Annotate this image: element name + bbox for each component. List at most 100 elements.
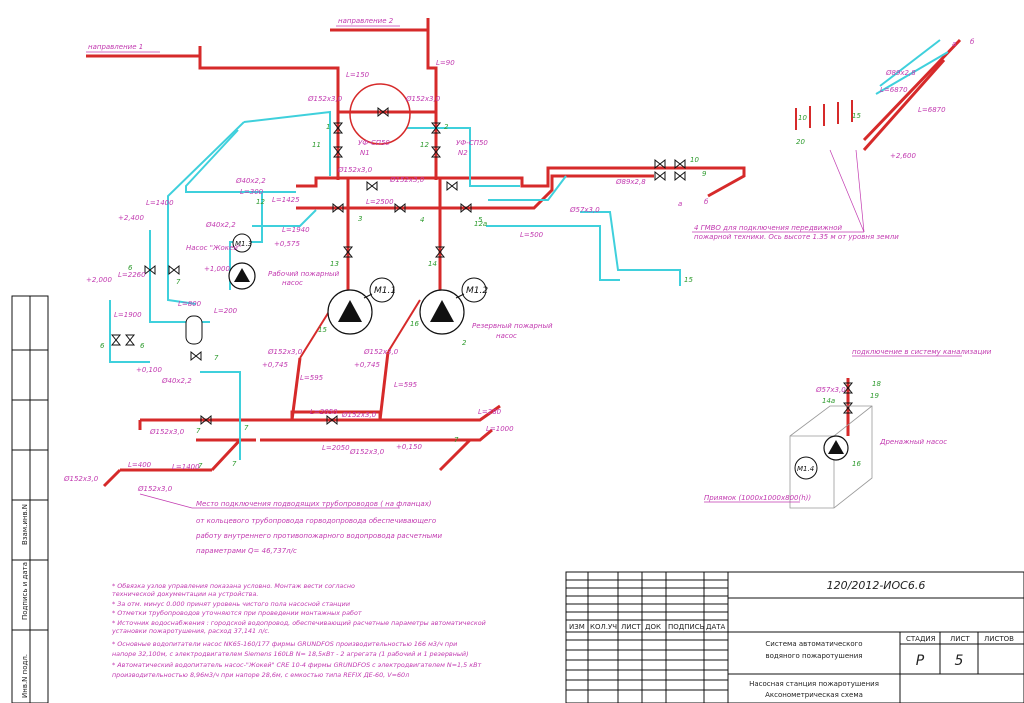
svg-text:7: 7 [196,427,201,435]
dim-d57-b: Ø57х3,0 [815,386,846,394]
dim-b2: б [704,198,709,206]
dim-a2: а [678,200,682,208]
dim-d57-a: Ø57х3,0 [569,206,600,214]
svg-text:* Обвязка узлов управления пок: * Обвязка узлов управления показана усло… [112,582,355,590]
svg-text:7: 7 [214,354,219,362]
stage-header: СТАДИЯ [906,635,936,643]
svg-text:ЛИСТ: ЛИСТ [621,623,641,631]
dim-d40-a: Ø40х2,2 [235,177,266,185]
dim-l400: L=400 [128,461,152,469]
svg-text:14: 14 [428,260,437,268]
svg-text:7: 7 [454,436,459,444]
dim-uf2: УФ-СП50 [456,139,488,147]
dim-l300: L=300 [240,188,264,196]
dim-l1900: L=1900 [114,311,142,319]
dim-d40-b: Ø40х2,2 [205,221,236,229]
svg-text:технической документации на ус: технической документации на устройства. [112,590,258,598]
dim-b: б [970,38,975,46]
general-notes: * Обвязка узлов управления показана усло… [111,582,486,679]
dim-l6870-b: L=6870 [918,106,946,114]
dim-e0150: +0,150 [396,443,422,451]
dim-d152-j: Ø152х3,0 [63,475,99,483]
svg-text:1: 1 [326,123,330,131]
stamp-replace: Взам.инв.N [21,504,29,545]
svg-text:КОЛ.УЧ: КОЛ.УЧ [590,623,617,631]
cyan-pipeline [109,39,949,460]
dim-e0745-b: +0,745 [354,361,380,369]
stamp-signature: Подпись и дата [21,562,29,620]
pressure-tank [185,315,203,345]
gmvo-note-a: 4 ГМВО для подключения передвижной [694,224,843,232]
direction-2-label: направление 2 [338,17,394,25]
dim-l2260: L=2260 [118,271,146,279]
pump-m12-label: М1.2 [466,286,488,296]
dim-d152-e: Ø152х3,0 [267,348,303,356]
sheets-header: ЛИСТОВ [984,635,1014,643]
dim-d89-b: Ø89х2,8 [885,69,916,77]
dim-d152-i: Ø152х3,0 [349,448,385,456]
svg-text:20: 20 [796,138,805,146]
dim-e2000: +2,000 [86,276,112,284]
svg-text:16: 16 [852,460,861,468]
stamp-inventory: Инв.N подл. [21,654,29,698]
svg-text:* Автоматический водопитатель: * Автоматический водопитатель насос-"Жок… [112,661,481,669]
dim-d152-h: Ø152х3,0 [149,428,185,436]
reserve-pump-label-b: насос [496,332,517,340]
drain-pump: М1.4 [789,405,873,509]
svg-text:7: 7 [232,460,237,468]
dim-d152-k: Ø152х3,0 [137,485,173,493]
dim-d152-b: Ø152х3,0 [405,95,441,103]
dim-l595-b: L=595 [394,381,418,389]
dim-l1940: L=1940 [282,226,310,234]
svg-text:2: 2 [462,339,467,347]
main-pump-label-b: насос [282,279,303,287]
connection-note-1: Место подключения подводящих трубопровод… [196,500,432,508]
dim-e2400: +2,400 [118,214,144,222]
dim-l1425: L=1425 [272,196,300,204]
svg-text:12а: 12а [474,220,487,228]
dim-d152-a: Ø152х3,0 [307,95,343,103]
valves [111,83,853,425]
dim-d89-a: Ø89х2,8 [615,178,646,186]
dim-l1400-b: L=1400 [172,463,200,471]
svg-text:* Источник водоснабжения : гор: * Источник водоснабжения : городской вод… [112,619,486,627]
pit-note: Приямок (1000х1000х800(h)) [704,494,811,502]
svg-text:11: 11 [312,141,321,149]
svg-text:6: 6 [128,264,133,272]
dim-l1000: L=1000 [486,425,514,433]
pump-m11-label: М1.1 [374,286,396,296]
dim-d152-c: Ø152х3,0 [337,166,373,174]
sheet-title-2: Аксонометрическая схема [765,691,863,699]
pump-m13-label: М1.3 [235,240,252,248]
dim-e0745-a: +0,745 [262,361,288,369]
svg-text:16: 16 [410,320,419,328]
svg-text:ДАТА: ДАТА [706,623,726,631]
svg-text:13: 13 [330,260,339,268]
system-title-1: Система автоматического [765,640,862,648]
system-title-2: водяного пожаротушения [766,652,863,660]
red-pipeline [86,18,962,488]
pump-m12: М1.2 [419,277,488,335]
svg-text:19: 19 [870,392,879,400]
connection-note-4: параметрами Q= 46,737л/с [196,547,297,555]
pump-jockey: М1.3 [185,233,256,345]
drain-pump-label: Дренажный насос [879,438,947,446]
main-pump-label-a: Рабочий пожарный [268,270,340,278]
svg-text:* Отметки трубопроводов уточня: * Отметки трубопроводов уточняются при п… [112,609,362,617]
dimension-labels: L=150 L=90 Ø152х3,0 Ø152х3,0 УФ-СП50 N1 … [63,38,975,493]
dim-e2600: +2,600 [890,152,916,160]
pump-m11: М1.1 [327,277,396,335]
svg-text:10: 10 [798,114,807,122]
dim-d152-g: Ø152х3,0 [341,411,377,419]
dim-l2050-a: L=2050 [310,408,338,416]
dim-l595-a: L=595 [300,374,324,382]
dim-d152-d: Ø152х3,0 [389,176,425,184]
svg-text:напоре 32,100м, с электродвига: напоре 32,100м, с электродвигателем Siem… [112,650,469,658]
svg-text:18: 18 [872,380,881,388]
annotations: 4 ГМВО для подключения передвижной пожар… [139,149,992,555]
reserve-pump-label-a: Резервный пожарный [472,322,553,330]
svg-text:ИЗМ: ИЗМ [569,623,585,631]
title-block: ИЗМ КОЛ.УЧ ЛИСТ ДОК ПОДПИСЬ ДАТА 120/201… [565,571,1024,703]
dim-l90: L=90 [436,59,455,67]
